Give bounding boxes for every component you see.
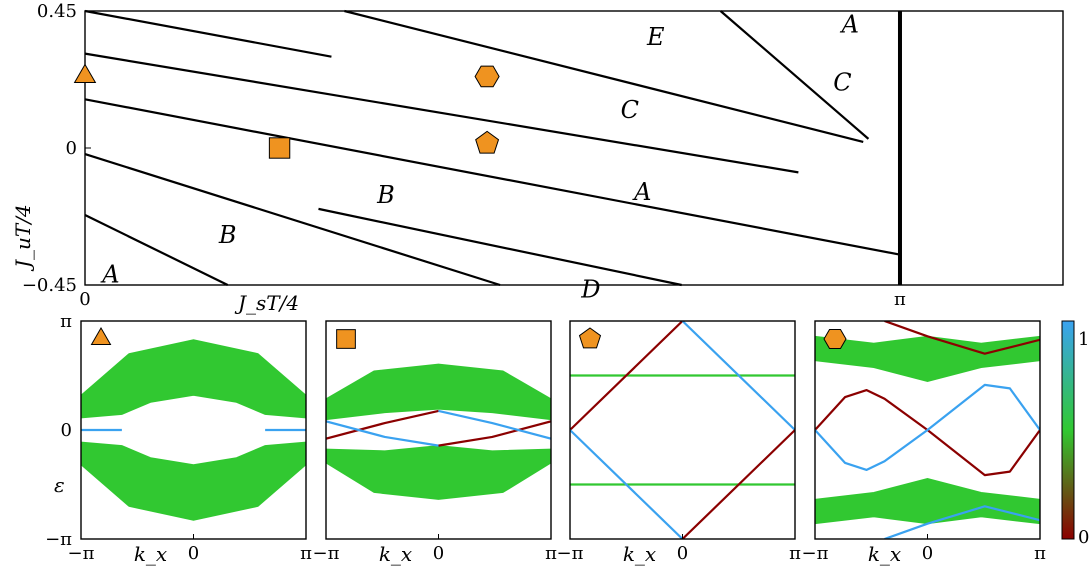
spectrum-x-tick-label: 0 bbox=[677, 543, 688, 564]
phase-region-labels: E A C C A B B A D bbox=[100, 11, 859, 304]
edge-state-line-5 bbox=[681, 429, 795, 539]
region-label-b: B bbox=[376, 181, 395, 209]
spectrum-x-tick-label: −π bbox=[557, 543, 584, 564]
phase-boundary-5 bbox=[318, 207, 682, 287]
edge-state-line-1 bbox=[815, 383, 1040, 472]
spectrum-x-tick-label: π bbox=[545, 543, 557, 564]
edge-state-line-3 bbox=[884, 505, 1040, 539]
spectrum-panel-square: −π 0 π k_x bbox=[313, 320, 557, 566]
spectrum-x-axis-label: k_x bbox=[134, 542, 167, 566]
spectrum-y-tick-label-0: π bbox=[60, 311, 72, 332]
phase-x-tick-label-0: 0 bbox=[79, 289, 90, 310]
triangle-marker bbox=[73, 63, 97, 83]
spectrum-x-tick-label: π bbox=[300, 543, 312, 564]
edge-state-line-3 bbox=[681, 321, 795, 431]
spectrum-x-axis-label: k_x bbox=[623, 542, 656, 566]
spectrum-x-tick-label: π bbox=[1034, 543, 1046, 564]
spectrum-x-tick-label: 0 bbox=[922, 543, 933, 564]
spectrum-x-axis-label: k_x bbox=[379, 542, 412, 566]
region-label-b: B bbox=[218, 221, 237, 249]
phase-boundary-3 bbox=[84, 153, 501, 287]
region-label-c: C bbox=[621, 96, 639, 124]
phase-y-axis-label: J_uT/4 bbox=[11, 204, 35, 272]
phase-x-tick-label-1: π bbox=[894, 289, 906, 310]
spectrum-content-1 bbox=[326, 363, 551, 500]
region-label-a: A bbox=[632, 178, 651, 206]
phase-boundary-0 bbox=[84, 9, 332, 58]
triangle-panel-marker bbox=[90, 326, 112, 345]
spectrum-x-tick-label: 0 bbox=[188, 543, 199, 564]
spectrum-y-ticks: π 0 −π bbox=[45, 311, 72, 550]
square-panel-marker bbox=[336, 329, 356, 349]
phase-y-tick-label-2: −0.45 bbox=[22, 275, 77, 296]
spectrum-panels: −π 0 π k_x −π 0 π k_x −π 0 π k_x −π 0 π k_x bbox=[68, 320, 1046, 566]
phase-boundary-7 bbox=[719, 10, 870, 140]
spectrum-x-tick-label: −π bbox=[802, 543, 829, 564]
hexagon-panel-marker bbox=[823, 329, 847, 349]
region-label-c: C bbox=[833, 69, 851, 97]
phase-boundary-6 bbox=[344, 9, 864, 143]
bulk-band-0 bbox=[81, 339, 306, 419]
hexagon-marker bbox=[474, 65, 500, 88]
spectrum-panel-pentagon: −π 0 π k_x bbox=[557, 320, 801, 566]
square-marker bbox=[268, 137, 291, 159]
phase-markers bbox=[73, 63, 500, 159]
spectrum-x-tick-label: −π bbox=[313, 543, 340, 564]
phase-boundaries bbox=[84, 9, 900, 287]
spectrum-x-tick-label: 0 bbox=[433, 543, 444, 564]
edge-state-line-0 bbox=[815, 388, 1040, 477]
phase-boundary-4 bbox=[84, 213, 229, 286]
region-label-e: E bbox=[646, 23, 665, 51]
edge-state-line-4 bbox=[570, 429, 684, 539]
region-label-a: A bbox=[840, 11, 859, 39]
spectrum-panel-triangle: −π 0 π k_x bbox=[68, 320, 312, 566]
region-label-d: D bbox=[580, 276, 600, 304]
phase-y-tick-label-0: 0.45 bbox=[37, 1, 77, 22]
region-label-a: A bbox=[100, 260, 119, 288]
bulk-band-1 bbox=[81, 441, 306, 521]
bulk-band-0 bbox=[326, 363, 551, 421]
spectrum-y-axis-label: ε bbox=[54, 473, 65, 497]
pentagon-marker bbox=[475, 130, 500, 154]
spectrum-content-0 bbox=[81, 339, 306, 521]
edge-state-line-2 bbox=[570, 321, 684, 431]
spectrum-x-tick-label: −π bbox=[68, 543, 95, 564]
spectrum-x-axis-label: k_x bbox=[868, 542, 901, 566]
pentagon-panel-marker bbox=[578, 327, 602, 349]
colorbar-gradient bbox=[1061, 320, 1075, 540]
phase-boundary-1 bbox=[84, 52, 799, 174]
spectrum-x-tick-label: π bbox=[789, 543, 801, 564]
edge-state-line-0 bbox=[326, 409, 439, 440]
bulk-band-0 bbox=[815, 335, 1040, 382]
spectrum-y-tick-label-1: 0 bbox=[61, 420, 72, 441]
phase-boundary-2 bbox=[84, 98, 900, 256]
edge-state-line-2 bbox=[884, 321, 1040, 355]
edge-state-line-3 bbox=[438, 409, 551, 440]
bulk-band-1 bbox=[326, 445, 551, 500]
spectrum-content-2 bbox=[570, 321, 795, 539]
phase-y-tick-label-1: 0 bbox=[66, 138, 77, 159]
spectrum-y-tick-label-2: −π bbox=[45, 529, 72, 550]
spectrum-content-3 bbox=[815, 321, 1040, 539]
bulk-band-1 bbox=[815, 478, 1040, 525]
edge-state-line-1 bbox=[326, 420, 439, 447]
phase-x-axis-label: J_sT/4 bbox=[234, 291, 299, 315]
colorbar-min-label: 0 bbox=[1078, 527, 1089, 548]
spectrum-panel-hexagon: −π 0 π k_x bbox=[802, 320, 1046, 566]
edge-state-line-2 bbox=[438, 420, 551, 447]
spectrum-frame-2 bbox=[569, 320, 796, 540]
colorbar: 1 0 bbox=[1061, 320, 1089, 548]
colorbar-max-label: 1 bbox=[1078, 329, 1089, 350]
